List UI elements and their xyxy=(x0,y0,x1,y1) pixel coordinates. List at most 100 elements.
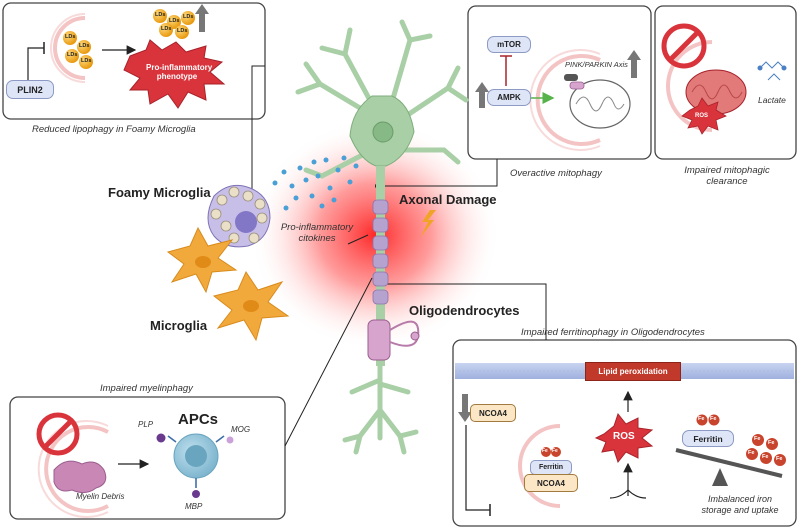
axonal-damage-label: Axonal Damage xyxy=(399,192,497,207)
lightning-icon xyxy=(420,210,436,238)
ld-label-3: LDs xyxy=(67,52,78,58)
foamy-microglia-cell xyxy=(207,184,271,248)
ferritinophagy-caption: Impaired ferritinophagy in Oligodendrocy… xyxy=(521,327,705,338)
imbalance-caption-line2: storage and uptake xyxy=(701,505,779,515)
cytokine-dots xyxy=(272,155,359,211)
ampk-label: AMPK xyxy=(497,93,521,102)
pink-receptor xyxy=(564,74,578,81)
cytokines-label-line1: Pro-inflammatory xyxy=(280,222,354,233)
mog-antigen xyxy=(226,436,234,444)
fe-label-4: Fe xyxy=(710,416,717,422)
lipid-peroxidation-box: Lipid peroxidation xyxy=(585,362,681,381)
neuron xyxy=(295,19,469,455)
oligodendrocytes-label: Oligodendrocytes xyxy=(409,303,520,318)
ld-label-7: LDs xyxy=(183,14,194,20)
lysosome-arc-myelin xyxy=(44,425,109,513)
pro-inflammatory-star xyxy=(123,39,226,109)
lactate-molecule-icon xyxy=(757,61,787,81)
seesaw-beam xyxy=(675,448,783,478)
connector-lines xyxy=(251,65,547,447)
cytokines-label-line2: citokines xyxy=(298,233,336,244)
plin2-badge: PLIN2 xyxy=(6,80,54,99)
ld-label-9: LDs xyxy=(177,28,188,34)
ros-label-ferritin: ROS xyxy=(613,431,635,442)
plp-antigen xyxy=(156,433,166,443)
plp-label: PLP xyxy=(138,420,154,429)
foamy-microglia-label: Foamy Microglia xyxy=(108,185,211,200)
up-arrow-icon xyxy=(195,4,209,32)
mtor-label: mTOR xyxy=(497,40,521,49)
clearance-caption-line1: Impaired mitophagic xyxy=(684,165,770,176)
lipid-droplets-left xyxy=(63,31,93,69)
fe-label-2: Fe xyxy=(552,448,558,454)
apc-cell xyxy=(167,433,225,488)
ampk-up-arrow-icon xyxy=(475,82,489,108)
fe-label-5: Fe xyxy=(754,436,761,442)
mtor-badge: mTOR xyxy=(487,36,531,53)
ncoa4-inhibition-line xyxy=(465,425,490,511)
microglia-cell-1 xyxy=(166,226,238,294)
fe-label-3: Fe xyxy=(698,416,705,422)
fe-cluster-right xyxy=(746,434,786,466)
ld-label-4: LDs xyxy=(81,58,92,64)
cytokines-label: Pro-inflammatory citokines xyxy=(272,222,362,244)
ncoa4-box-lysosome: NCOA4 xyxy=(524,474,578,492)
myelin-debris xyxy=(53,460,107,494)
apcs-label: APCs xyxy=(178,411,219,428)
fe-label-8: Fe xyxy=(762,454,769,460)
ros-star-ferritin xyxy=(594,412,654,464)
mbp-label: MBP xyxy=(185,502,203,511)
fe-pair-lysosome xyxy=(541,447,561,457)
ncoa4-box-top: NCOA4 xyxy=(470,404,516,422)
parkin-receptor xyxy=(569,81,585,90)
lactate-label: Lactate xyxy=(758,95,786,105)
ncoa4-label-top: NCOA4 xyxy=(478,408,507,418)
phenotype-label: Pro-inflammatory phenotype xyxy=(146,63,212,81)
ferritin-badge-seesaw: Ferritin xyxy=(682,430,734,447)
ferritin-badge-lysosome: Ferritin xyxy=(530,460,572,475)
plin2-label: PLIN2 xyxy=(17,84,43,95)
lipid-droplets-right xyxy=(153,9,195,39)
clearance-caption: Impaired mitophagic clearance xyxy=(672,165,782,187)
myelinphagy-caption: Impaired myelinphagy xyxy=(100,383,193,394)
ros-star-clearance xyxy=(681,97,727,135)
microglia-label: Microglia xyxy=(150,318,208,333)
mitophagy-caption: Overactive mitophagy xyxy=(510,168,602,179)
microglia-cell-2 xyxy=(212,270,290,342)
fe-label-6: Fe xyxy=(768,440,775,446)
lysosome-arc-mito xyxy=(535,54,601,146)
ld-label-6: LDs xyxy=(169,18,180,24)
lipophagy-caption: Reduced lipophagy in Foamy Microglia xyxy=(32,124,196,135)
lysosome-arc-lipophagy xyxy=(53,16,86,80)
pink-up-arrow-icon xyxy=(627,50,641,78)
imbalance-caption: Imbalanced iron storage and uptake xyxy=(692,494,788,516)
ferritin-label-seesaw: Ferritin xyxy=(693,433,723,444)
lipid-peroxidation-label: Lipid peroxidation xyxy=(598,367,668,376)
clearance-caption-line2: clearance xyxy=(706,176,748,187)
mog-label: MOG xyxy=(231,425,251,434)
no-entry-icon xyxy=(661,23,707,69)
ampk-badge: AMPK xyxy=(487,89,531,106)
imbalance-caption-line1: Imbalanced iron xyxy=(707,494,773,504)
mbp-antigen xyxy=(192,490,200,498)
ld-label-1: LDs xyxy=(65,34,76,40)
ld-label-2: LDs xyxy=(79,43,90,49)
ncoa4-label-lysosome: NCOA4 xyxy=(536,478,565,488)
fe-pair-ferritin xyxy=(696,414,720,426)
seesaw-fulcrum xyxy=(712,468,728,486)
myelin-debris-label: Myelin Debris xyxy=(76,492,125,501)
inflammation-glow xyxy=(250,120,500,350)
plin2-inhibition-line xyxy=(27,47,44,82)
pink-parkin-label: PINK/PARKIN Axis xyxy=(565,60,628,69)
fe-label-7: Fe xyxy=(748,450,755,456)
ld-label-8: LDs xyxy=(161,26,172,32)
mitochondrion xyxy=(569,79,631,129)
phenotype-label-line2: phenotype xyxy=(156,72,198,81)
ferritin-label-lysosome: Ferritin xyxy=(538,464,564,471)
down-arrow-icon-ncoa4 xyxy=(458,394,472,422)
fe-label-9: Fe xyxy=(776,456,783,462)
lysosome-arc-ferritin xyxy=(518,424,561,508)
ros-label-clearance: ROS xyxy=(695,113,709,119)
no-entry-icon-myelin xyxy=(36,412,80,456)
